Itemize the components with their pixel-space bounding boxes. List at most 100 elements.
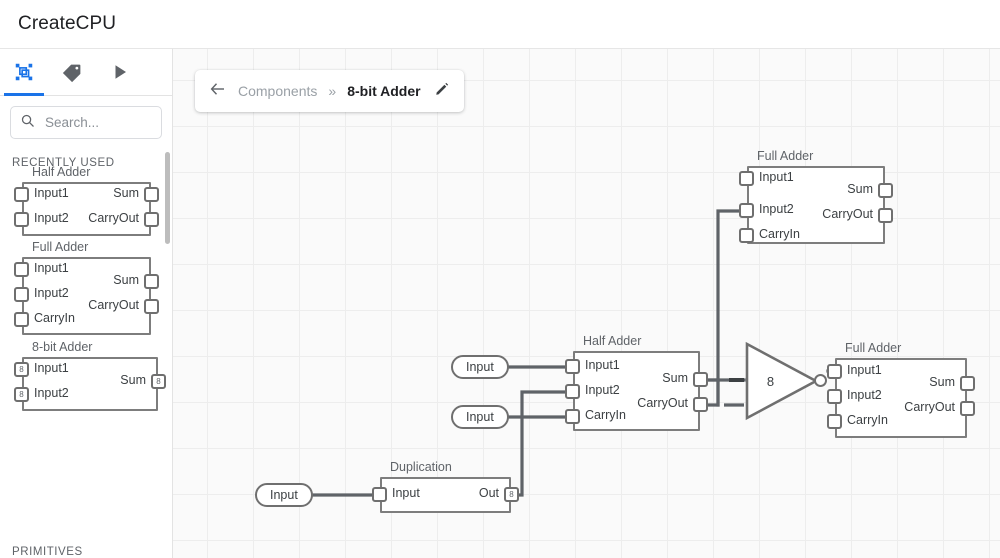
section-recently-used: RECENTLY USED	[12, 157, 115, 169]
node-title: Full Adder	[757, 149, 814, 163]
wire-layer	[311, 209, 837, 497]
pin-input1[interactable]	[14, 262, 29, 277]
tab-run[interactable]	[96, 49, 144, 95]
wire-halfadder-carryout-fulladder-input2	[705, 209, 749, 407]
pin-carryin[interactable]	[565, 409, 580, 424]
canvas[interactable]: Components » 8-bit Adder Full Adder Inpu…	[173, 48, 1000, 558]
pin-label-carryin: CarryIn	[585, 408, 626, 422]
pin-sum[interactable]	[144, 274, 159, 289]
canvas-node-bus-buffer[interactable]: 8	[744, 341, 827, 421]
pin-carryin[interactable]	[739, 228, 754, 243]
canvas-input-pill-2[interactable]: Input	[451, 405, 509, 429]
search-input[interactable]	[43, 114, 152, 131]
palette-item-full-adder[interactable]: Full Adder Input1 Input2 CarryIn Sum Car…	[14, 240, 159, 335]
pin-carryout[interactable]	[960, 401, 975, 416]
breadcrumb: Components » 8-bit Adder	[195, 70, 464, 112]
pin-label-input: Input	[392, 486, 420, 500]
pin-label-sum: Sum	[929, 375, 955, 389]
pin-carryout[interactable]	[144, 212, 159, 227]
palette-item-half-adder[interactable]: Half Adder Input1 Input2 Sum CarryOut	[14, 165, 159, 236]
pin-label-carryin: CarryIn	[759, 227, 800, 241]
node-body	[835, 358, 967, 438]
canvas-node-full-adder-right[interactable]: Full Adder Input1 Input2 CarryIn Sum Car…	[827, 341, 975, 438]
pin-label-input1: Input1	[34, 261, 69, 275]
pin-sum[interactable]: 8	[151, 374, 166, 389]
tab-components[interactable]	[0, 49, 48, 96]
pin-label-input1: Input1	[759, 170, 794, 184]
pin-label-sum: Sum	[113, 273, 139, 287]
sidebar-scrollbar-thumb[interactable]	[165, 152, 170, 244]
pin-sum[interactable]	[144, 187, 159, 202]
pin-input1[interactable]	[739, 171, 754, 186]
pin-input2[interactable]	[14, 287, 29, 302]
edit-name-button[interactable]	[434, 81, 450, 102]
node-body	[22, 182, 151, 236]
back-button[interactable]	[209, 80, 227, 103]
buffer-triangle	[745, 341, 819, 421]
breadcrumb-parent[interactable]: Components	[238, 83, 318, 99]
pin-input2[interactable]	[739, 203, 754, 218]
pin-carryout[interactable]	[878, 208, 893, 223]
pin-label-carryout: CarryOut	[904, 400, 955, 414]
canvas-input-pill-3[interactable]: Input	[255, 483, 313, 507]
pin-label-carryout: CarryOut	[88, 298, 139, 312]
node-title: Half Adder	[583, 334, 642, 348]
pin-input1[interactable]	[565, 359, 580, 374]
buffer-output-bubble[interactable]	[814, 374, 827, 387]
pin-input2[interactable]	[827, 389, 842, 404]
components-icon	[13, 61, 35, 83]
pin-input1[interactable]: 8	[14, 362, 29, 377]
pin-label-input1: Input1	[34, 186, 69, 200]
pin-label-out: Out	[478, 486, 499, 500]
pin-label-sum: Sum	[662, 371, 688, 385]
pin-sum[interactable]	[693, 372, 708, 387]
node-body	[747, 166, 885, 244]
palette-item-title: Full Adder	[32, 240, 89, 254]
node-body	[573, 351, 700, 431]
canvas-node-full-adder-top[interactable]: Full Adder Input1 Input2 CarryIn Sum Car…	[739, 149, 893, 244]
pin-carryin[interactable]	[14, 312, 29, 327]
pin-label-input1: Input1	[847, 363, 882, 377]
title-bar: CreateCPU	[0, 0, 1000, 48]
pin-label-carryin: CarryIn	[847, 413, 888, 427]
palette-item-title: 8-bit Adder	[32, 340, 93, 354]
app-title: CreateCPU	[18, 13, 117, 34]
pin-label-input2: Input2	[34, 386, 69, 400]
pin-carryin[interactable]	[827, 414, 842, 429]
tab-tags[interactable]	[48, 49, 96, 95]
pin-carryout[interactable]	[693, 397, 708, 412]
pin-sum[interactable]	[878, 183, 893, 198]
search-box[interactable]	[10, 106, 162, 139]
pin-label-carryin: CarryIn	[34, 311, 75, 325]
pin-label-carryout: CarryOut	[88, 211, 139, 225]
pin-input2[interactable]	[565, 384, 580, 399]
pin-input2[interactable]: 8	[14, 387, 29, 402]
palette-item-8bit-adder[interactable]: 8-bit Adder 8 Input1 8 Input2 8 Sum	[14, 340, 166, 411]
pin-carryout[interactable]	[144, 299, 159, 314]
canvas-input-pill-1[interactable]: Input	[451, 355, 509, 379]
pin-label-input2: Input2	[759, 202, 794, 216]
pin-label-sum: Sum	[120, 373, 146, 387]
pin-label-sum: Sum	[113, 186, 139, 200]
canvas-node-duplication[interactable]: Duplication Input 8 Out	[372, 460, 519, 513]
node-title: Duplication	[390, 460, 452, 474]
pin-sum[interactable]	[960, 376, 975, 391]
pin-label-input1: Input1	[34, 361, 69, 375]
pin-input2[interactable]	[14, 212, 29, 227]
wire-duplication-halfadder-input2	[509, 390, 575, 497]
breadcrumb-separator: »	[328, 83, 337, 99]
pin-label-input2: Input2	[34, 286, 69, 300]
arrow-left-icon	[209, 80, 227, 103]
pin-input1[interactable]	[14, 187, 29, 202]
buffer-width-label: 8	[766, 373, 775, 389]
pin-label-input2: Input2	[585, 383, 620, 397]
pin-input[interactable]	[372, 487, 387, 502]
pin-label-input2: Input2	[34, 211, 69, 225]
canvas-node-half-adder[interactable]: Half Adder Input1 Input2 CarryIn Sum Car…	[565, 334, 708, 431]
pin-out[interactable]: 8	[504, 487, 519, 502]
sidebar-tab-bar	[0, 49, 172, 96]
pin-label-carryout: CarryOut	[822, 207, 873, 221]
play-icon	[111, 63, 129, 81]
pin-label-sum: Sum	[847, 182, 873, 196]
pin-input1[interactable]	[827, 364, 842, 379]
